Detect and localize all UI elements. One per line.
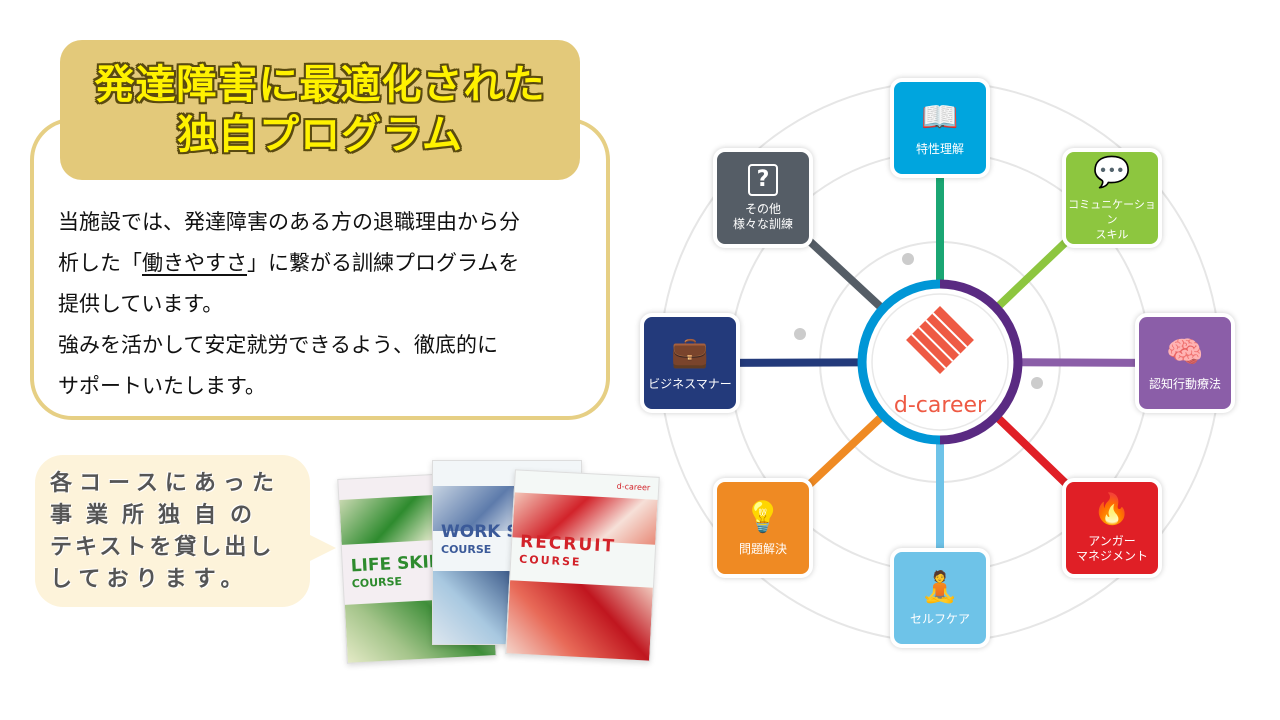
chat-bubbles-icon: 💬 bbox=[1093, 154, 1131, 190]
lightbulb-icon: 💡 bbox=[744, 499, 782, 535]
description-text: 当施設では、発達障害のある方の退職理由から分 析した「働きやすさ」に繋がる訓練プ… bbox=[58, 202, 598, 407]
speech-bubble-tail bbox=[300, 530, 336, 566]
question-icon: ? bbox=[748, 164, 778, 196]
program-tile: 🧠 認知行動療法 bbox=[1135, 313, 1235, 413]
brain-icon: 🧠 bbox=[1166, 334, 1204, 370]
body-line: 析した「働きやすさ」に繋がる訓練プログラムを bbox=[58, 243, 598, 284]
book-subtitle: COURSE bbox=[441, 543, 492, 556]
body-line: 強みを活かして安定就労できるよう、徹底的に bbox=[58, 333, 498, 357]
program-tile-label: 問題解決 bbox=[738, 541, 787, 556]
fire-icon: 🔥 bbox=[1093, 492, 1131, 527]
bubble-line: しております。 bbox=[50, 567, 250, 592]
speech-bubble bbox=[35, 455, 310, 607]
program-tile: 🔥 アンガー マネジメント bbox=[1062, 478, 1162, 578]
program-tile: 💬 コミュニケーション スキル bbox=[1062, 148, 1162, 248]
meditation-icon: 🧘 bbox=[921, 569, 959, 605]
ring-left-arc bbox=[857, 279, 941, 445]
program-tile: 🧘 セルフケア bbox=[890, 548, 990, 648]
text: 析した「 bbox=[58, 251, 142, 275]
program-tile: ? その他 様々な訓練 bbox=[713, 148, 813, 248]
program-tile-label: セルフケア bbox=[909, 611, 970, 626]
bubble-line: 事業所独自の bbox=[50, 503, 267, 528]
speech-bubble-text: 各コースにあった 事業所独自の テキストを貸し出し しております。 bbox=[50, 468, 300, 596]
program-tile-label: 認知行動療法 bbox=[1148, 376, 1221, 391]
ring-right-arc bbox=[939, 279, 1023, 445]
title-banner: 発達障害に最適化された 独自プログラム bbox=[60, 40, 580, 180]
body-line: 提供しています。 bbox=[58, 292, 224, 316]
dot bbox=[902, 253, 914, 265]
dot bbox=[1031, 377, 1043, 389]
briefcase-icon: 💼 bbox=[671, 334, 709, 370]
bubble-line: テキストを貸し出し bbox=[50, 535, 275, 560]
program-tile: 📖 特性理解 bbox=[890, 78, 990, 178]
program-tile-label: コミュニケーション スキル bbox=[1068, 197, 1156, 241]
body-line: サポートいたします。 bbox=[58, 374, 266, 398]
underlined-text: 働きやすさ bbox=[142, 251, 247, 275]
bubble-line: 各コースにあった bbox=[50, 471, 281, 496]
dot bbox=[794, 328, 806, 340]
d-career-logo-text: d-career bbox=[894, 393, 987, 418]
program-tile-label: アンガー マネジメント bbox=[1075, 534, 1148, 563]
inner-ring bbox=[871, 293, 1009, 431]
body-line: 当施設では、発達障害のある方の退職理由から分 bbox=[58, 210, 520, 234]
program-tile: 💼 ビジネスマナー bbox=[640, 313, 740, 413]
title-line-2: 独自プログラム bbox=[177, 112, 463, 158]
title-line-1: 発達障害に最適化された bbox=[94, 62, 546, 108]
program-tile: 💡 問題解決 bbox=[713, 478, 813, 578]
book-icon: 📖 bbox=[921, 99, 959, 135]
program-tile-label: その他 様々な訓練 bbox=[732, 202, 793, 231]
program-tile-label: ビジネスマナー bbox=[648, 376, 732, 391]
program-tile-label: 特性理解 bbox=[915, 141, 964, 156]
text: 」に繋がる訓練プログラムを bbox=[247, 251, 520, 275]
